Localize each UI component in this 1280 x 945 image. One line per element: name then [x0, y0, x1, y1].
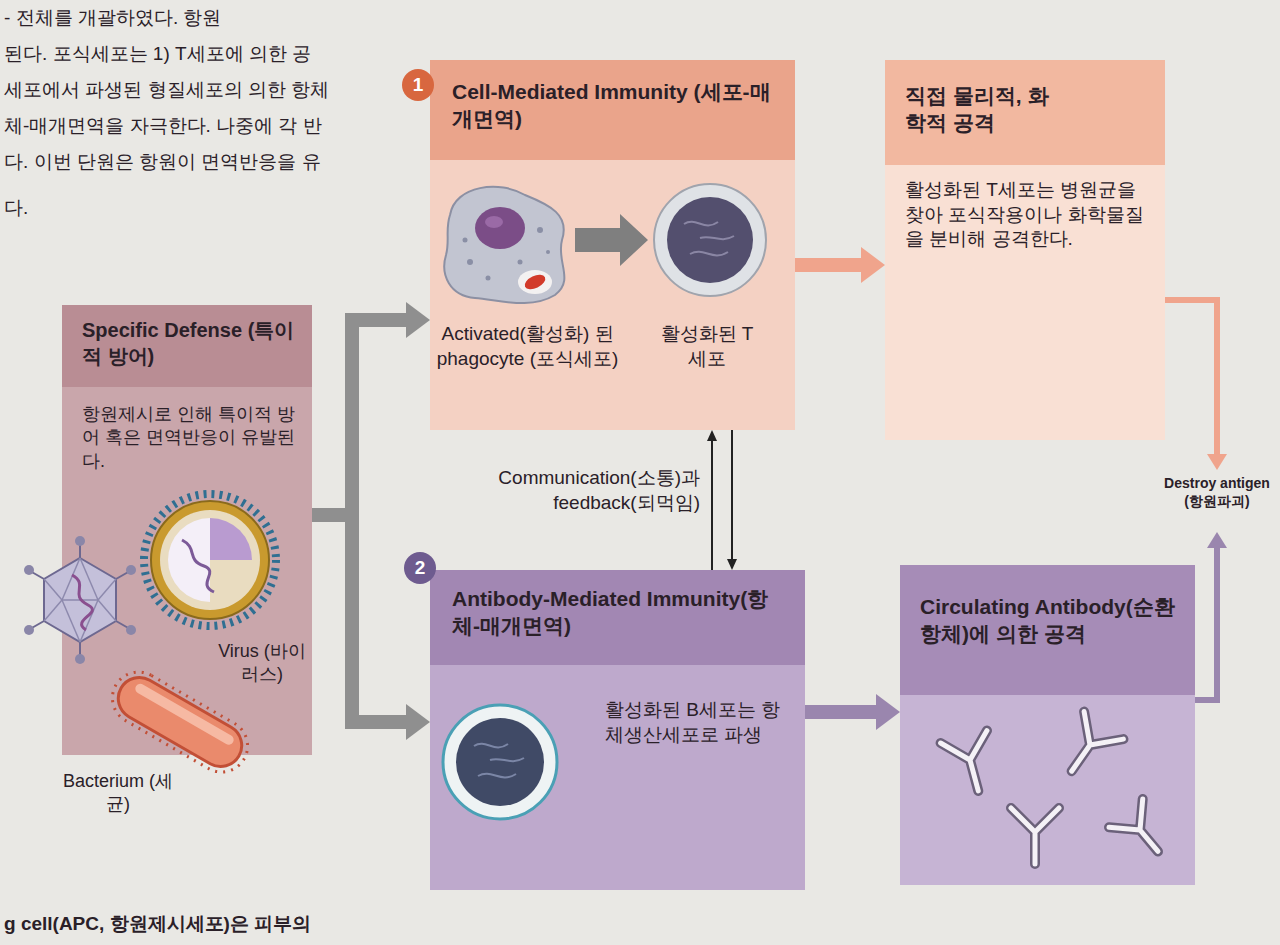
text-slot: 1: [402, 69, 434, 101]
connector-line: [1195, 546, 1217, 700]
box-heading: Cell-Mediated Immunity (세포-매개면역): [452, 78, 772, 133]
connector-line: [312, 515, 410, 722]
transition-arrow: [575, 214, 648, 266]
connector-arrow: [1165, 300, 1227, 470]
arrowhead: [861, 247, 885, 283]
result-text: Destroy antigen (항원파괴): [1158, 474, 1276, 510]
text-slot: 활성화된 B세포는 항체생산세포로 파생: [605, 698, 785, 747]
connector-line: [805, 705, 880, 719]
text-slot: Communication(소통)과 feedback(되먹임): [430, 466, 700, 515]
connector-arrow: [312, 302, 430, 515]
text-slot: - 전체를 개괄하였다. 항원: [4, 6, 414, 31]
page-text: 된다. 포식세포는 1) T세포에 의한 공: [4, 42, 414, 67]
text-slot: Bacterium (세균): [58, 770, 178, 817]
text-slot: Destroy antigen (항원파괴): [1158, 474, 1276, 510]
connector-arrow: [312, 515, 430, 740]
connector-line: [795, 258, 865, 272]
arrowhead: [406, 704, 430, 740]
connector-arrow: [1195, 532, 1227, 700]
text-slot: 세포에서 파생된 형질세포의 의한 항체: [4, 78, 414, 103]
text-slot: Virus (바이러스): [212, 640, 312, 687]
t-cell-illustration: [654, 184, 766, 296]
result-node: Destroy antigen (항원파괴): [1158, 470, 1276, 532]
arrowhead: [1207, 532, 1227, 548]
text-slot: 직접 물리적, 화학적 공격: [905, 82, 1055, 137]
text-slot: 2: [404, 552, 436, 584]
box-body: 항원제시로 인해 특이적 방어 혹은 면역반응이 유발된다.: [82, 403, 297, 473]
text-slot: Circulating Antibody(순환항체)에 의한 공격: [920, 593, 1175, 648]
immunity-box: Cell-Mediated Immunity (세포-매개면역): [430, 60, 795, 430]
attack-box: Circulating Antibody(순환항체)에 의한 공격: [900, 565, 1195, 885]
immunity-box: Antibody-Mediated Immunity(항체-매개면역) 활성화된 …: [430, 570, 805, 890]
box-heading: Antibody-Mediated Immunity(항체-매개면역): [452, 585, 782, 640]
box-heading: Circulating Antibody(순환항체)에 의한 공격: [920, 593, 1175, 648]
text-slot: g cell(APC, 항원제시세포)은 피부의: [4, 912, 604, 937]
callout-number: 1: [402, 69, 434, 101]
text-slot: Specific Defense (특이적 방어): [82, 317, 297, 369]
page-text: 다.: [4, 196, 414, 221]
box-heading: Specific Defense (특이적 방어): [82, 317, 297, 369]
edge-label: Communication(소통)과 feedback(되먹임): [430, 466, 700, 515]
page-text: 다. 이번 단원은 항원이 면역반응을 유: [4, 150, 414, 175]
page-text: 체-매개면역을 자극한다. 나중에 각 반: [4, 114, 414, 139]
arrowhead: [876, 694, 900, 730]
text-slot: 항원제시로 인해 특이적 방어 혹은 면역반응이 유발된다.: [82, 403, 297, 473]
text-slot: 체-매개면역을 자극한다. 나중에 각 반: [4, 114, 414, 139]
text-slot: 다. 이번 단원은 항원이 면역반응을 유: [4, 150, 414, 175]
text-slot: 활성화된 T세포: [652, 322, 762, 371]
connector-line: [731, 430, 733, 561]
box-heading: 직접 물리적, 화학적 공격: [905, 82, 1055, 137]
page-text: 세포에서 파생된 형질세포의 의한 항체: [4, 78, 414, 103]
arrowhead: [406, 302, 430, 338]
defense-box: Specific Defense (특이적 방어) 항원제시로 인해 특이적 방어…: [62, 305, 312, 755]
connector-arrow: [707, 430, 737, 570]
text-slot: 다.: [4, 196, 414, 221]
part-label: 활성화된 T세포: [652, 322, 762, 371]
bacterium-illustration: [103, 662, 257, 781]
page-text: - 전체를 개괄하였다. 항원: [4, 6, 414, 31]
part-label: Bacterium (세균): [58, 770, 178, 817]
connector-line: [312, 320, 410, 515]
part-label: Virus (바이러스): [212, 640, 312, 687]
connector-arrow: [795, 247, 885, 283]
connector-arrow: [805, 694, 900, 730]
text-slot: Activated(활성화) 된 phagocyte (포식세포): [430, 322, 625, 371]
callout-number: 2: [404, 552, 436, 584]
box-body: 활성화된 B세포는 항체생산세포로 파생: [605, 698, 785, 747]
virus-illustration: [24, 494, 276, 664]
arrowhead: [1207, 454, 1227, 470]
arrowhead: [707, 430, 717, 441]
text-slot: 활성화된 T세포는 병원균을 찾아 포식작용이나 화학물질을 분비해 공격한다.: [905, 178, 1150, 252]
phagocyte-illustration: [444, 187, 564, 303]
text-slot: Antibody-Mediated Immunity(항체-매개면역): [452, 585, 782, 640]
box-body: 활성화된 T세포는 병원균을 찾아 포식작용이나 화학물질을 분비해 공격한다.: [905, 178, 1150, 252]
connector-line: [1165, 300, 1217, 456]
arrowhead: [727, 559, 737, 570]
part-label: Activated(활성화) 된 phagocyte (포식세포): [430, 322, 625, 371]
attack-box: 직접 물리적, 화학적 공격활성화된 T세포는 병원균을 찾아 포식작용이나 화…: [885, 60, 1165, 440]
text-slot: 된다. 포식세포는 1) T세포에 의한 공: [4, 42, 414, 67]
page-text: g cell(APC, 항원제시세포)은 피부의: [4, 912, 604, 937]
connector-line: [711, 439, 713, 570]
text-slot: Cell-Mediated Immunity (세포-매개면역): [452, 78, 772, 133]
